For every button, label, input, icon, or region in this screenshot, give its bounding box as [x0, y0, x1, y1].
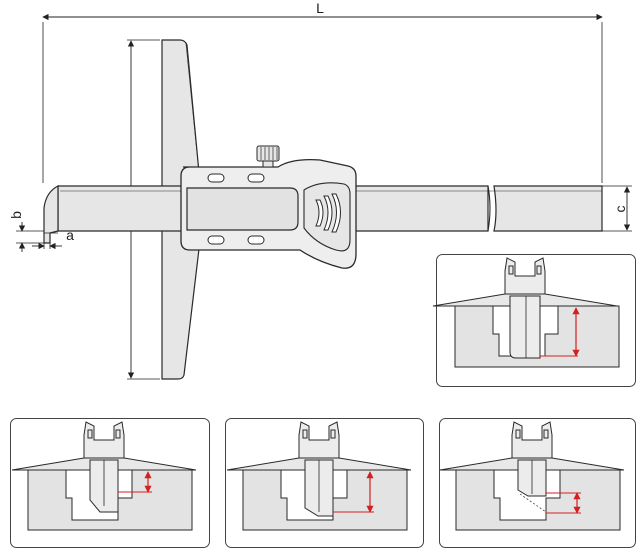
inset-panel-depth-2 [225, 418, 424, 548]
label-a: a [66, 227, 74, 243]
lock-screw [256, 145, 280, 162]
inset-panel-step [432, 254, 636, 387]
button-top-right[interactable] [247, 173, 265, 183]
inset-panel-depth-3 [439, 418, 636, 548]
button-bottom-left[interactable] [207, 235, 225, 245]
inset-panel-depth-1 [10, 418, 210, 548]
label-c: c [612, 206, 628, 213]
grip-ridges [315, 193, 341, 233]
label-b: b [8, 211, 24, 219]
beam-end [493, 185, 603, 232]
hook [43, 185, 59, 244]
label-l: L [316, 0, 324, 16]
button-top-left[interactable] [207, 173, 225, 183]
main-gauge: L h c b a [8, 0, 632, 380]
button-bottom-right[interactable] [247, 235, 265, 245]
lcd-display [186, 187, 299, 231]
